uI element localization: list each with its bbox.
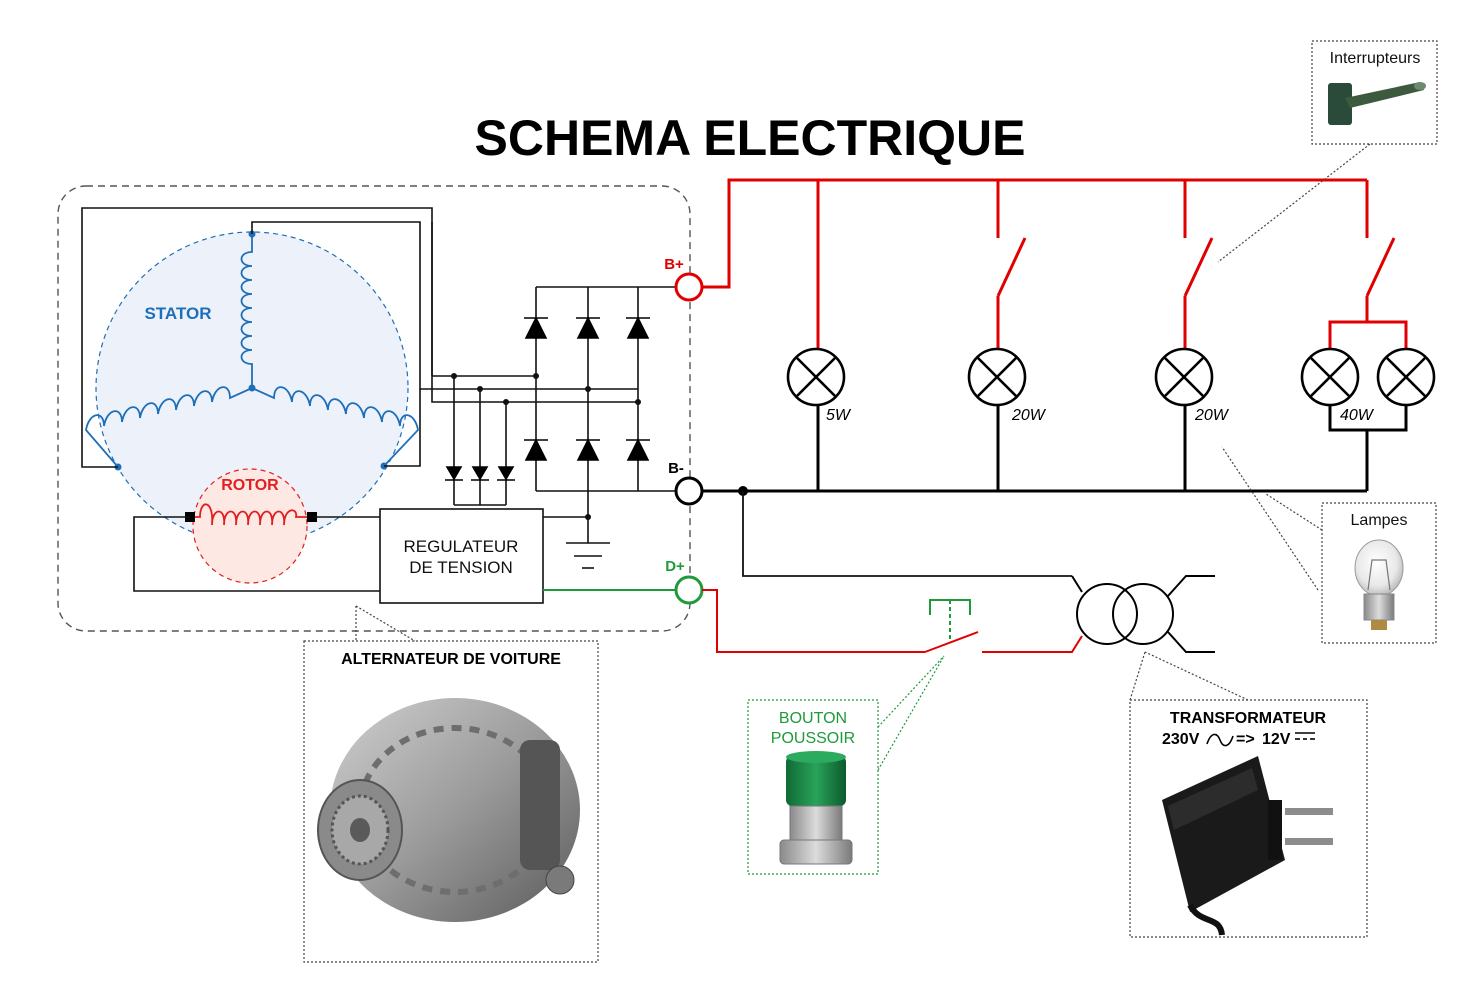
- lamp-2: [967, 347, 1027, 407]
- callout-push-button: BOUTON POUSSOIR: [747, 655, 945, 875]
- callout-lamps-label: Lampes: [1351, 512, 1408, 529]
- terminal-b-minus-label: B-: [668, 460, 684, 477]
- terminal-b-plus: B+: [664, 256, 704, 302]
- rotor-circle: [192, 468, 308, 584]
- lamp-4a: [1300, 347, 1360, 407]
- transformer-input: 230V: [1162, 731, 1200, 748]
- push-button-icon: [779, 751, 853, 865]
- light-bulb-icon: [1354, 539, 1404, 630]
- power-adapter-icon: [1162, 756, 1333, 936]
- lamp-3-power: 20W: [1194, 407, 1230, 424]
- dc-symbol-icon: [1295, 732, 1315, 740]
- callout-switches-label: Interrupteurs: [1330, 50, 1421, 67]
- regulator-label-line2: DE TENSION: [409, 558, 513, 577]
- transformer-arrow: =>: [1236, 731, 1255, 748]
- rotor-coil: [190, 503, 312, 526]
- lamp-1-power: 5W: [826, 407, 852, 424]
- car-alternator-icon: [317, 698, 580, 922]
- rectifier-diodes: [445, 316, 650, 481]
- push-button-label-line2: POUSSOIR: [771, 730, 855, 747]
- transformer-output: 12V: [1262, 731, 1291, 748]
- terminal-d-plus: D+: [665, 558, 704, 605]
- stator-coil-top: [240, 234, 253, 388]
- push-button-label-line1: BOUTON: [779, 710, 847, 727]
- ground-bus: [702, 405, 1408, 493]
- lamp-2-power: 20W: [1011, 407, 1047, 424]
- rotor-label: ROTOR: [221, 477, 279, 494]
- callout-lamps: Lampes: [1221, 446, 1437, 644]
- stator: STATOR: [85, 230, 419, 545]
- push-button-symbol: [929, 599, 971, 640]
- stator-coil-left: [85, 386, 253, 468]
- stator-coil-right: [251, 386, 419, 467]
- lamp-4-power: 40W: [1340, 407, 1375, 424]
- lamp-4b: [1376, 347, 1436, 407]
- ac-sine-icon: [1206, 733, 1234, 747]
- toggle-switch-icon: [1328, 82, 1426, 125]
- callout-transformer: TRANSFORMATEUR 230V => 12V: [1129, 651, 1368, 938]
- lamp-1: [786, 347, 846, 407]
- lamps: [786, 347, 1436, 407]
- excitation-circuit: [702, 589, 1083, 653]
- terminal-d-plus-label: D+: [665, 558, 685, 575]
- callout-alternator-label: ALTERNATEUR DE VOITURE: [341, 651, 561, 668]
- stator-label: STATOR: [144, 304, 211, 323]
- regulator-label-line1: REGULATEUR: [404, 537, 519, 556]
- lamp-3: [1154, 347, 1214, 407]
- transformer-symbol: [1071, 575, 1215, 653]
- terminal-b-minus: B-: [668, 460, 704, 506]
- page-title: SCHEMA ELECTRIQUE: [475, 110, 1026, 166]
- positive-bus: [702, 178, 1408, 350]
- voltage-regulator: REGULATEUR DE TENSION: [379, 508, 544, 604]
- callout-switches: Interrupteurs: [1217, 40, 1438, 263]
- terminal-b-plus-label: B+: [664, 256, 684, 273]
- callout-alternator: ALTERNATEUR DE VOITURE: [303, 605, 599, 963]
- alternator-enclosure: [57, 185, 691, 632]
- transformer-title: TRANSFORMATEUR: [1170, 710, 1327, 727]
